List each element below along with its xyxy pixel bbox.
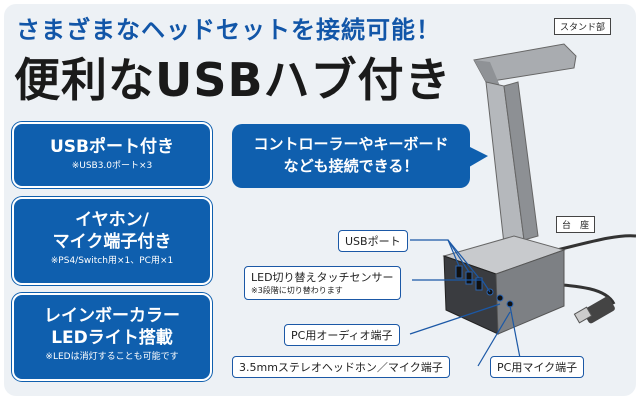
- connectivity-bubble: コントローラーやキーボード なども接続できる！: [232, 124, 470, 188]
- feature-usb-box: USBポート付き ※USB3.0ポート×3: [12, 122, 212, 188]
- pc-audio-label: PC用オーディオ端子: [284, 324, 400, 346]
- stand-part-tag: スタンド部: [554, 18, 612, 35]
- feature-led-box: レインボーカラー LEDライト搭載 ※LEDは消灯することも可能です: [12, 293, 212, 381]
- headline-top: さまざまなヘッドセットを接続可能！: [16, 16, 441, 44]
- led-sensor-label: LED切り替えタッチセンサー ※3段階に切り替わります: [244, 266, 401, 300]
- pc-mic-label: PC用マイク端子: [490, 356, 585, 378]
- bubble-line-2: なども接続できる！: [283, 157, 419, 175]
- feature-led-note: ※LEDは消灯することも可能です: [45, 352, 179, 362]
- feature-earphone-note: ※PS4/Switch用×1、PC用×1: [50, 256, 174, 266]
- feature-led-title-1: レインボーカラー: [44, 306, 180, 326]
- headline-main: 便利なUSBハブ付き: [14, 53, 452, 107]
- product-feature-panel: さまざまなヘッドセットを接続可能！ 便利なUSBハブ付き USBポート付き ※U…: [4, 4, 636, 396]
- usb-port-label: USBポート: [338, 230, 408, 252]
- feature-usb-title: USBポート付き: [49, 137, 174, 157]
- feature-usb-note: ※USB3.0ポート×3: [71, 161, 153, 171]
- led-sensor-title: LED切り替えタッチセンサー: [251, 271, 394, 284]
- feature-earphone-title-1: イヤホン/: [75, 210, 149, 230]
- stereo-jack-label: 3.5mmステレオヘッドホン／マイク端子: [232, 356, 450, 378]
- feature-earphone-box: イヤホン/ マイク端子付き ※PS4/Switch用×1、PC用×1: [12, 197, 212, 285]
- headset-stand-illustration: [409, 43, 636, 367]
- feature-earphone-title-2: マイク端子付き: [52, 232, 172, 252]
- bubble-line-1: コントローラーやキーボード: [253, 135, 449, 153]
- base-part-tag: 台 座: [556, 216, 596, 233]
- feature-led-title-2: LEDライト搭載: [51, 328, 173, 348]
- led-sensor-note: ※3段階に切り替わります: [251, 286, 343, 295]
